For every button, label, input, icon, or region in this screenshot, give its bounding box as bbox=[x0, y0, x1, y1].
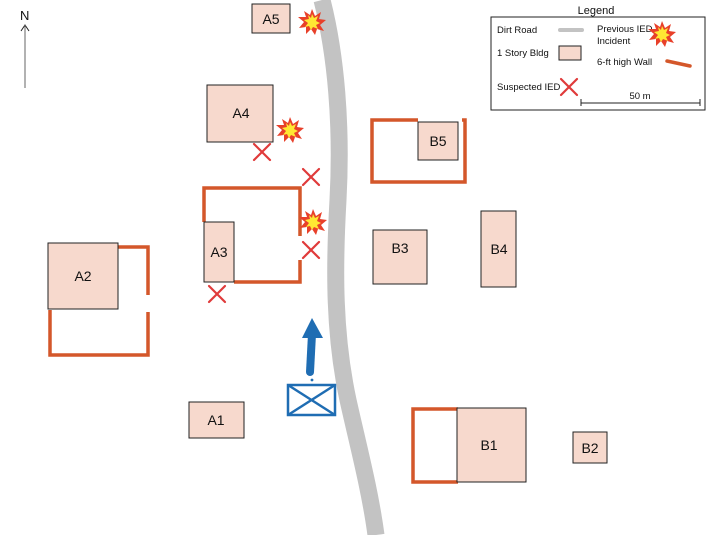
wall-a3-south bbox=[234, 260, 302, 284]
wall-b1-compound bbox=[411, 407, 458, 484]
walls bbox=[48, 118, 467, 484]
legend: Legend Dirt Road Previous IED Incident 1… bbox=[490, 5, 706, 111]
north-arrow: N bbox=[20, 8, 30, 88]
scale-bar bbox=[580, 99, 701, 106]
building-a1-label: A1 bbox=[207, 412, 224, 428]
building-a5: A5 bbox=[251, 3, 291, 34]
buildings: A5 A4 A3 A2 A1 B5 B3 B4 bbox=[47, 3, 608, 483]
arrow-up-icon bbox=[302, 318, 323, 376]
legend-dirt-road-label: Dirt Road bbox=[497, 25, 537, 36]
x-mark-icon bbox=[207, 284, 227, 304]
building-a3: A3 bbox=[203, 221, 235, 283]
x-mark-icon bbox=[301, 167, 321, 187]
building-b5-label: B5 bbox=[429, 133, 446, 149]
legend-bldg-label: 1 Story Bldg bbox=[497, 48, 549, 59]
building-a2-label: A2 bbox=[74, 268, 91, 284]
building-b1: B1 bbox=[456, 407, 527, 483]
legend-previous-ied-label: Previous IED bbox=[597, 24, 653, 35]
wall-b5-compound bbox=[370, 118, 467, 184]
legend-suspected-ied-label: Suspected IED bbox=[497, 82, 561, 93]
scale-bar-label: 50 m bbox=[629, 91, 650, 102]
x-mark-icon bbox=[252, 142, 272, 162]
legend-bldg-swatch bbox=[558, 45, 582, 61]
explosion-icon bbox=[299, 209, 327, 235]
building-a4: A4 bbox=[206, 84, 274, 143]
explosion-icon bbox=[276, 117, 304, 143]
legend-previous-ied-label-2: Incident bbox=[597, 36, 631, 47]
building-b1-label: B1 bbox=[480, 437, 497, 453]
building-a1: A1 bbox=[188, 401, 245, 439]
wall-a2-lower bbox=[48, 310, 150, 357]
x-mark-icon bbox=[301, 240, 321, 260]
building-b4-label: B4 bbox=[490, 241, 507, 257]
building-a2: A2 bbox=[47, 242, 119, 310]
infantry-unit-icon bbox=[286, 378, 337, 417]
building-a4-label: A4 bbox=[232, 105, 249, 121]
building-b2-label: B2 bbox=[581, 440, 598, 456]
building-a5-label: A5 bbox=[262, 11, 279, 27]
wall-a2-upper bbox=[118, 245, 150, 295]
legend-wall-swatch bbox=[665, 59, 692, 68]
building-b4: B4 bbox=[480, 210, 517, 288]
north-label: N bbox=[20, 8, 29, 23]
wall-a3-compound bbox=[202, 186, 302, 236]
building-b3-label: B3 bbox=[391, 240, 408, 256]
building-b3: B3 bbox=[372, 229, 428, 285]
building-a3-label: A3 bbox=[210, 244, 227, 260]
dirt-road bbox=[313, 0, 385, 535]
building-b5: B5 bbox=[417, 121, 459, 161]
legend-wall-label: 6-ft high Wall bbox=[597, 57, 652, 68]
building-b2: B2 bbox=[572, 431, 608, 464]
legend-title: Legend bbox=[578, 5, 615, 17]
